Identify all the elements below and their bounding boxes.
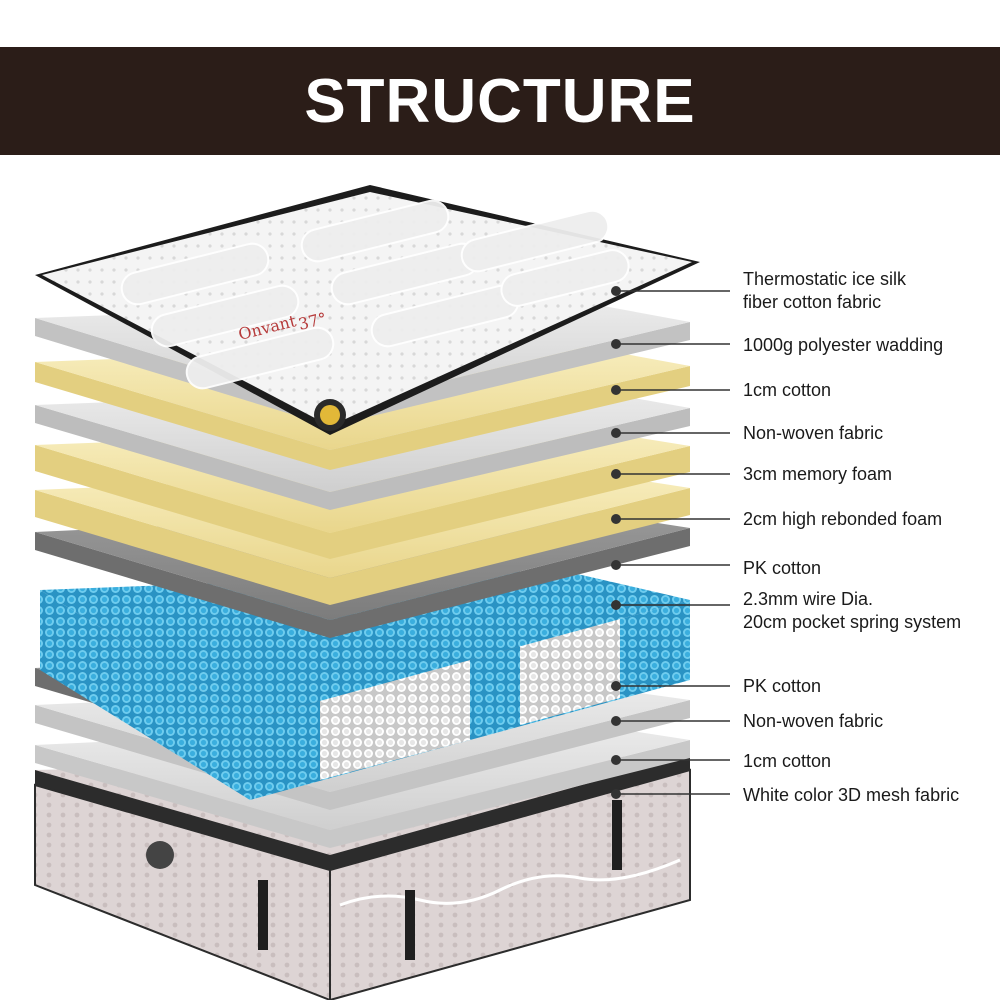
label-cotton2: 1cm cotton — [743, 750, 831, 773]
label-wadding: 1000g polyester wadding — [743, 334, 943, 357]
label-cotton1: 1cm cotton — [743, 379, 831, 402]
label-line: fiber cotton fabric — [743, 292, 882, 312]
layer-top-panel: Onvant 37° — [35, 185, 700, 435]
label-line: 2cm high rebonded foam — [743, 509, 943, 529]
label-line: PK cotton — [743, 676, 822, 696]
label-line: 1cm cotton — [743, 751, 832, 771]
header-banner: STRUCTURE — [0, 47, 1000, 155]
label-line: Non-woven fabric — [743, 711, 884, 731]
label-line: Thermostatic ice silk — [743, 269, 907, 289]
label-line: 1000g polyester wadding — [743, 335, 944, 355]
layer-spring — [40, 570, 690, 800]
label-rebond: 2cm high rebonded foam — [743, 508, 942, 531]
label-pk2: PK cotton — [743, 675, 821, 698]
label-line: 2.3mm wire Dia. — [743, 589, 874, 609]
label-spring: 2.3mm wire Dia. 20cm pocket spring syste… — [743, 588, 961, 634]
label-memory: 3cm memory foam — [743, 463, 892, 486]
leader-lines — [616, 290, 730, 795]
label-line: White color 3D mesh fabric — [743, 785, 960, 805]
label-line: 3cm memory foam — [743, 464, 893, 484]
label-line: 1cm cotton — [743, 380, 832, 400]
label-nonwoven2: Non-woven fabric — [743, 710, 883, 733]
page-title: STRUCTURE — [304, 66, 696, 136]
label-pk1: PK cotton — [743, 557, 821, 580]
label-line: PK cotton — [743, 558, 822, 578]
label-nonwoven1: Non-woven fabric — [743, 422, 883, 445]
label-line: 20cm pocket spring system — [743, 612, 962, 632]
leader-dots — [611, 286, 621, 799]
label-line: Non-woven fabric — [743, 423, 884, 443]
base-mattress — [34, 755, 691, 1000]
logo-badge-icon — [146, 841, 174, 869]
label-mesh: White color 3D mesh fabric — [743, 784, 959, 807]
label-top-fabric: Thermostatic ice silk fiber cotton fabri… — [743, 268, 906, 314]
